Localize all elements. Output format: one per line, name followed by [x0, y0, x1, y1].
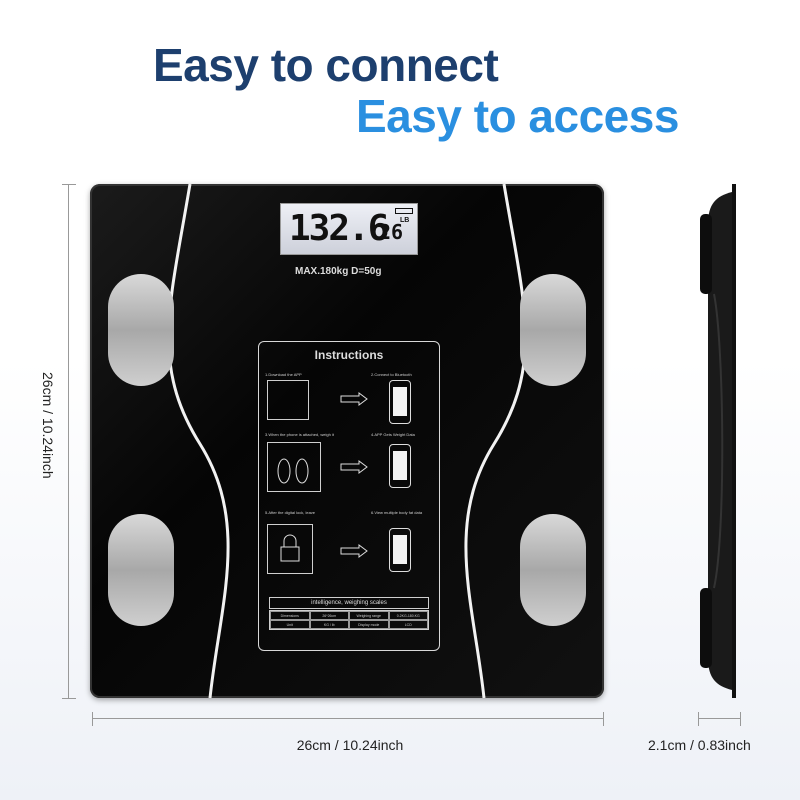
footprints-icon — [267, 442, 321, 492]
spec-cell: Weighing range — [349, 611, 389, 620]
height-dimension-line — [68, 184, 69, 698]
electrode-pad-top-left — [108, 274, 174, 386]
width-dimension-tick-left — [92, 712, 93, 726]
scale-side-view — [700, 184, 736, 698]
battery-icon — [395, 208, 413, 214]
small-reading: 26 — [379, 220, 404, 244]
width-dimension-line — [92, 718, 604, 719]
spec-cell: KG / lb — [309, 620, 349, 629]
step-2: 2.Connect to Bluetooth — [371, 372, 412, 377]
spec-cell: Unit — [270, 620, 310, 629]
spec-table: Dimensions 26*26cm Weighing range 0.2KG-… — [269, 610, 429, 630]
width-dimension-label: 26cm / 10.24inch — [296, 737, 404, 753]
scale-thumbnail-icon — [267, 380, 309, 420]
height-dimension-label: 26cm / 10.24inch — [40, 372, 56, 479]
lock-icon — [267, 524, 313, 574]
electrode-pad-bottom-left — [108, 514, 174, 626]
arrow-icon — [340, 392, 368, 406]
scale-top-view: 132.6 LB 26 MAX.180kg D=50g Instructions… — [90, 184, 604, 698]
arrow-icon — [340, 544, 368, 558]
spec-cell: 26*26cm — [309, 611, 349, 620]
spec-cell: Display mode — [349, 620, 389, 629]
instructions-title: Instructions — [314, 348, 384, 362]
depth-dimension-label: 2.1cm / 0.83inch — [648, 737, 751, 753]
headline-line1: Easy to connect — [153, 39, 499, 91]
depth-dimension-tick-left — [698, 712, 699, 726]
width-dimension-tick-right — [603, 712, 604, 726]
instructions-panel: Instructions 1.Download the APP 2.Connec… — [258, 341, 440, 651]
spec-cell: 0.2KG-180.KG — [388, 611, 428, 620]
phone-icon — [389, 528, 411, 572]
depth-dimension-line — [698, 718, 740, 719]
scale-curves — [167, 184, 527, 698]
step-5: 5.After the digital lock, leave — [265, 510, 316, 515]
electrode-pad-top-right — [520, 274, 586, 386]
headline-line2: Easy to access — [356, 90, 679, 142]
step-3: 3.When the phone is attached, weigh it — [265, 432, 334, 437]
instructions-footer-title: intelligence, weighing scales — [269, 597, 429, 609]
spec-cell: LCD — [388, 620, 428, 629]
electrode-pad-bottom-right — [520, 514, 586, 626]
step-6: 6.View multiple body fat data — [371, 510, 423, 515]
weight-reading: 132.6 — [289, 208, 389, 249]
phone-icon — [389, 380, 411, 424]
depth-dimension-tick-right — [740, 712, 741, 726]
step-4: 4.APP Gets Weight Data — [371, 432, 415, 437]
lcd-display: 132.6 LB 26 — [280, 203, 418, 255]
height-dimension-tick-bottom — [62, 698, 76, 699]
phone-icon — [389, 444, 411, 488]
step-1: 1.Download the APP — [265, 372, 302, 377]
spec-cell: Dimensions — [270, 611, 310, 620]
capacity-spec: MAX.180kg D=50g — [295, 266, 382, 277]
unit-label: LB — [400, 217, 410, 224]
height-dimension-tick-top — [62, 184, 76, 185]
arrow-icon — [340, 460, 368, 474]
